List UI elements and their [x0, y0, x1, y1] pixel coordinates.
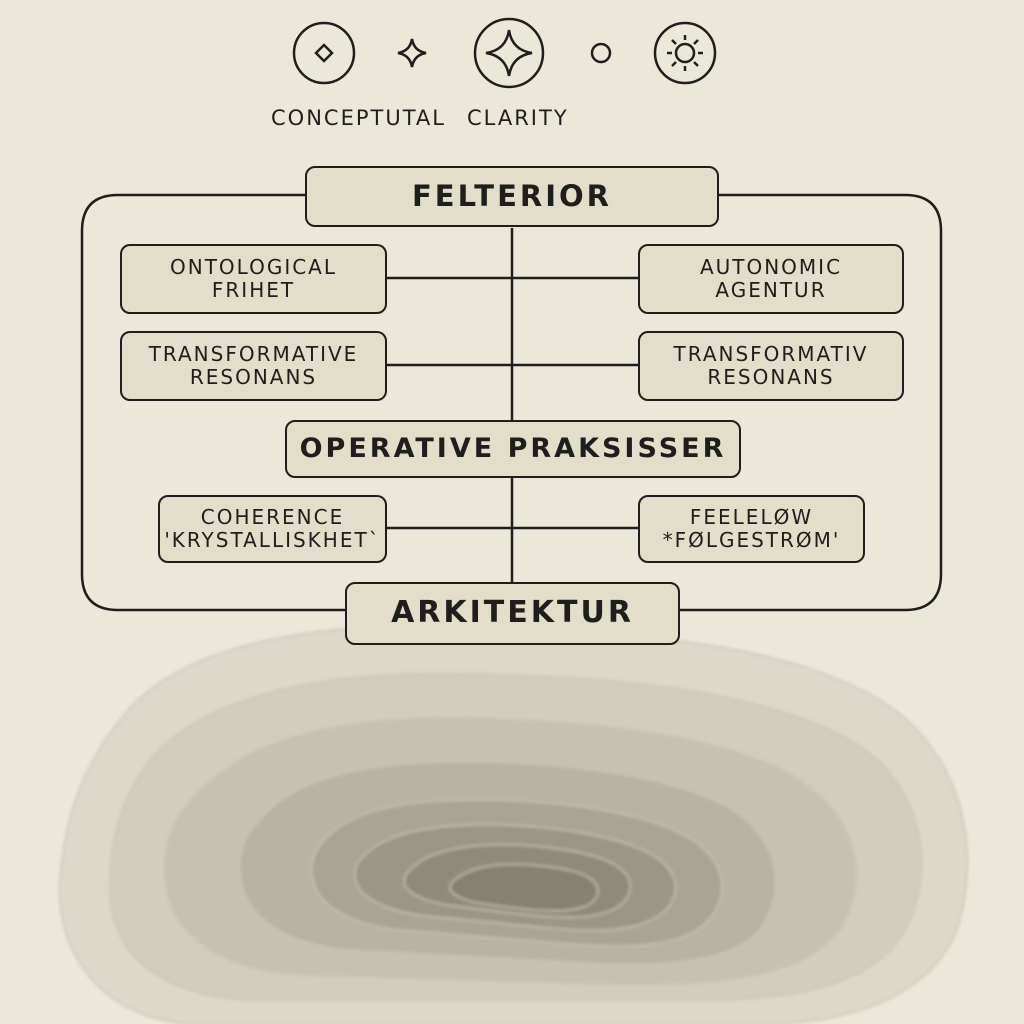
box-label-line-2: RESONANS: [189, 365, 318, 389]
ontological-frihet-box: ONTOLOGICAL FRIHET: [120, 244, 387, 314]
box-label-line-2: AGENTUR: [715, 278, 827, 302]
topographic-contours: [59, 625, 968, 1024]
four-point-star-circle-icon: [473, 17, 545, 89]
coherence-box: COHERENCE 'KRYSTALLISKHET`: [158, 495, 387, 563]
autonomic-agentur-box: AUTONOMIC AGENTUR: [638, 244, 904, 314]
arkitektur-title: ARKITEKTUR: [391, 595, 634, 631]
diamond-circle-icon: [292, 21, 356, 85]
felterior-title: FELTERIOR: [412, 178, 612, 213]
box-label-line-2: FRIHET: [211, 278, 296, 302]
box-label-line-1: TRANSFORMATIVE: [148, 342, 359, 366]
operative-praksisser-box: OPERATIVE PRAKSISSER: [285, 420, 741, 478]
outer-frame: [80, 193, 943, 612]
sun-circle-icon: [653, 21, 717, 85]
operative-praksisser-title: OPERATIVE PRAKSISSER: [299, 433, 727, 465]
header-icon-row: [292, 17, 717, 89]
small-circle-icon: [590, 42, 612, 64]
diagram-connectors: [80, 193, 943, 612]
box-label-line-2: RESONANS: [707, 365, 835, 389]
box-label-line-2: *FØLGESTRØM': [662, 528, 841, 552]
felterior-box: FELTERIOR: [305, 166, 719, 227]
box-label-line-1: ONTOLOGICAL: [169, 255, 338, 279]
feelelow-box: FEELELØW *FØLGESTRØM': [638, 495, 865, 563]
sparkle-icon: [397, 38, 427, 68]
arkitektur-box: ARKITEKTUR: [345, 582, 680, 645]
box-label-line-1: COHERENCE: [200, 505, 345, 529]
subtitle-clarity: CLARITY: [467, 106, 569, 130]
box-label-line-2: 'KRYSTALLISKHET`: [164, 528, 381, 552]
box-label-line-1: AUTONOMIC: [699, 255, 843, 279]
box-label-line-1: FEELELØW: [689, 505, 814, 529]
subtitle-conceptual: CONCEPTUTAL: [271, 106, 446, 130]
transformativ-resonans-box-right: TRANSFORMATIV RESONANS: [638, 331, 904, 401]
box-label-line-1: TRANSFORMATIV: [673, 342, 869, 366]
transformative-resonans-box-left: TRANSFORMATIVE RESONANS: [120, 331, 387, 401]
